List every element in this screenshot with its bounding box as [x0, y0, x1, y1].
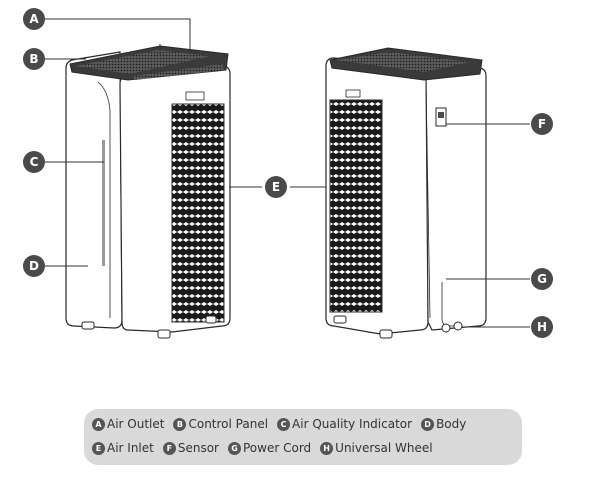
- legend-badge: H: [320, 441, 334, 455]
- legend-label: Power Cord: [243, 441, 312, 455]
- callout-b: B: [23, 48, 45, 70]
- legend-label: Sensor: [177, 441, 219, 455]
- right-purifier: [325, 47, 487, 339]
- purifier-diagram: A B C D E F G H: [23, 8, 553, 339]
- left-unit-inlet-grille: [171, 103, 225, 323]
- callout-d: D: [23, 255, 45, 277]
- legend-item-air-inlet: E Air Inlet: [92, 441, 154, 455]
- legend-item-control-panel: B Control Panel: [173, 417, 268, 431]
- legend-row-2: E Air Inlet F Sensor G Power Cord H Univ…: [92, 441, 442, 455]
- legend-item-air-outlet: A Air Outlet: [92, 417, 164, 431]
- callout-e: E: [265, 176, 287, 198]
- svg-text:C: C: [30, 155, 39, 169]
- legend-item-air-quality-indicator: C Air Quality Indicator: [277, 417, 412, 431]
- legend-badge: F: [162, 441, 176, 455]
- callout-c: C: [23, 151, 45, 173]
- left-purifier: [65, 45, 231, 339]
- legend-label: Air Quality Indicator: [292, 417, 413, 431]
- svg-text:D: D: [29, 259, 39, 273]
- legend-item-power-cord: G Power Cord: [228, 441, 311, 455]
- legend-badge: E: [92, 441, 105, 455]
- right-unit-outlet-grille: [336, 52, 470, 72]
- svg-text:E: E: [272, 180, 280, 194]
- callout-h: H: [531, 316, 553, 338]
- air-quality-indicator-strip: [102, 140, 105, 266]
- svg-text:F: F: [538, 117, 546, 131]
- svg-text:A: A: [29, 12, 39, 26]
- legend-badge: D: [421, 417, 435, 431]
- legend-row-1: A Air Outlet B Control Panel C Air Quali…: [92, 417, 475, 431]
- left-unit-side-panel: [65, 51, 123, 329]
- callout-f: F: [531, 113, 553, 135]
- legend-label: Air Inlet: [107, 441, 154, 455]
- callout-a: A: [23, 8, 45, 30]
- legend-badge: G: [228, 441, 241, 455]
- svg-text:B: B: [29, 52, 38, 66]
- legend-label: Control Panel: [188, 417, 269, 431]
- legend-label: Body: [436, 417, 467, 431]
- legend-item-sensor: F Sensor: [162, 441, 219, 455]
- legend-badge: A: [92, 417, 105, 431]
- callout-g: G: [531, 268, 553, 290]
- legend-label: Universal Wheel: [335, 441, 433, 455]
- legend-label: Air Outlet: [107, 417, 165, 431]
- right-unit-inlet-grille: [329, 99, 383, 313]
- universal-wheel: [441, 323, 451, 333]
- legend-panel: A Air Outlet B Control Panel C Air Quali…: [84, 409, 522, 465]
- legend-item-universal-wheel: H Universal Wheel: [320, 441, 433, 455]
- svg-text:H: H: [537, 320, 547, 334]
- svg-text:G: G: [537, 272, 547, 286]
- legend-badge: B: [173, 417, 187, 431]
- left-unit-outlet-grille: [76, 50, 210, 74]
- legend-item-body: D Body: [421, 417, 466, 431]
- legend-badge: C: [277, 417, 291, 431]
- leader-lines: [45, 18, 530, 328]
- right-unit-side-panel: [425, 67, 487, 331]
